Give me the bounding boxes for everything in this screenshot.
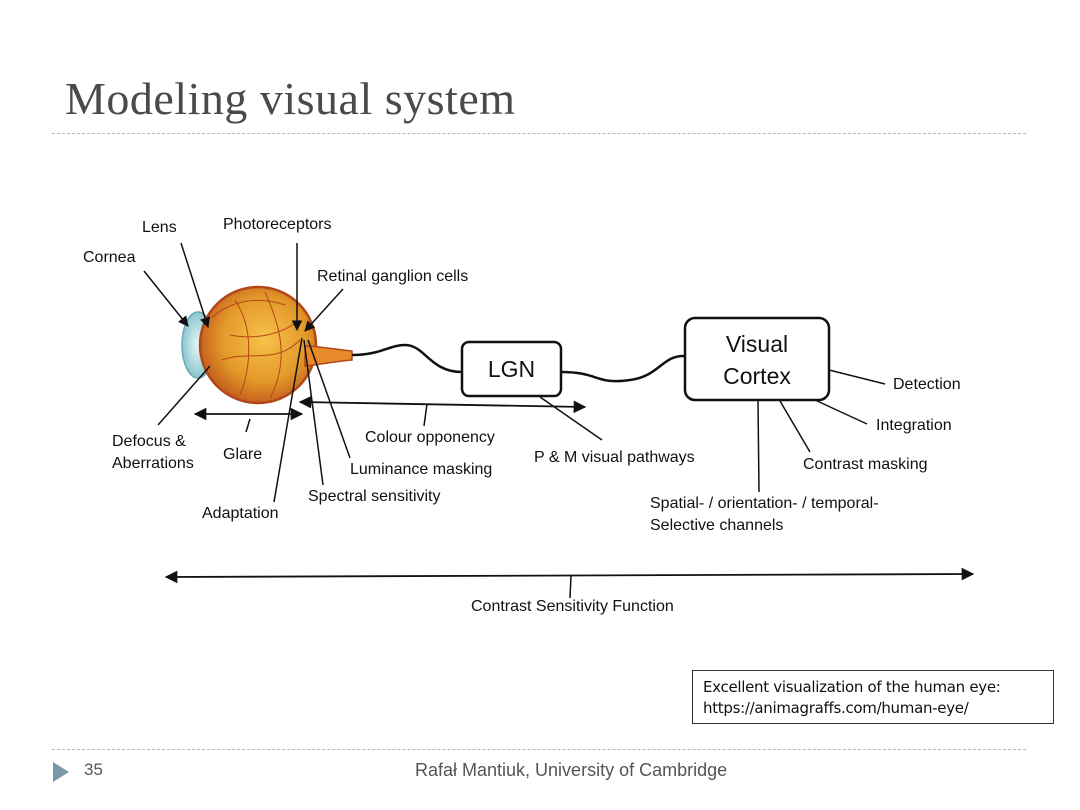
visual-cortex-box bbox=[683, 316, 831, 402]
lgn-label: LGN bbox=[487, 356, 536, 382]
lgn-cortex-line bbox=[560, 354, 686, 383]
cortex-label-line1: Visual bbox=[725, 331, 789, 357]
page-number: 35 bbox=[84, 760, 103, 779]
label-photoreceptors: Photoreceptors bbox=[223, 216, 332, 233]
footer-author: Rafał Mantiuk, University of Cambridge bbox=[415, 760, 728, 780]
label-integration: Integration bbox=[876, 417, 952, 434]
label-colour-opponency: Colour opponency bbox=[365, 429, 495, 446]
label-retinal-ganglion-cells: Retinal ganglion cells bbox=[317, 268, 469, 285]
note-link[interactable]: https://animagraffs.com/human-eye/ bbox=[703, 699, 969, 717]
note-line1: Excellent visualization of the human eye… bbox=[703, 678, 1001, 696]
detection-line bbox=[828, 369, 886, 385]
label-aberrations: Aberrations bbox=[112, 455, 194, 472]
label-contrast-masking: Contrast masking bbox=[803, 456, 928, 473]
ganglion-arrow bbox=[304, 288, 344, 332]
label-pathways: P & M visual pathways bbox=[534, 449, 695, 466]
colour-opponency-tick bbox=[423, 403, 428, 427]
label-spectral-sensitivity: Spectral sensitivity bbox=[308, 488, 441, 505]
csf-tick bbox=[569, 575, 572, 599]
colour-opponency-range-arrow bbox=[298, 395, 587, 414]
defocus-line bbox=[157, 365, 211, 426]
optic-nerve-line bbox=[351, 343, 463, 374]
label-defocus: Defocus & bbox=[112, 433, 186, 450]
label-lens: Lens bbox=[142, 219, 177, 236]
csf-range-arrow bbox=[164, 567, 975, 584]
label-csf: Contrast Sensitivity Function bbox=[471, 598, 674, 615]
cornea-arrow bbox=[143, 270, 189, 327]
integration-line bbox=[814, 399, 868, 425]
label-channels-line1: Spatial- / orientation- / temporal- bbox=[650, 495, 879, 512]
cortex-label-line2: Cortex bbox=[723, 363, 791, 389]
label-detection: Detection bbox=[893, 376, 961, 393]
label-channels-line2: Selective channels bbox=[650, 517, 784, 534]
label-cornea: Cornea bbox=[83, 249, 136, 266]
channels-line bbox=[757, 400, 760, 493]
title-divider bbox=[52, 133, 1026, 134]
reference-note-box: Excellent visualization of the human eye… bbox=[692, 670, 1054, 724]
label-glare: Glare bbox=[223, 446, 263, 463]
slide-title: Modeling visual system bbox=[65, 73, 516, 124]
label-adaptation: Adaptation bbox=[202, 505, 279, 522]
footer-divider bbox=[52, 749, 1026, 750]
footer-triangle-icon bbox=[53, 762, 69, 782]
lens-arrow bbox=[180, 242, 211, 328]
contrast-masking-line bbox=[779, 400, 811, 453]
glare-line bbox=[245, 418, 251, 433]
eye-illustration bbox=[181, 285, 353, 405]
pathways-line bbox=[539, 396, 603, 441]
label-luminance-masking: Luminance masking bbox=[350, 461, 493, 478]
